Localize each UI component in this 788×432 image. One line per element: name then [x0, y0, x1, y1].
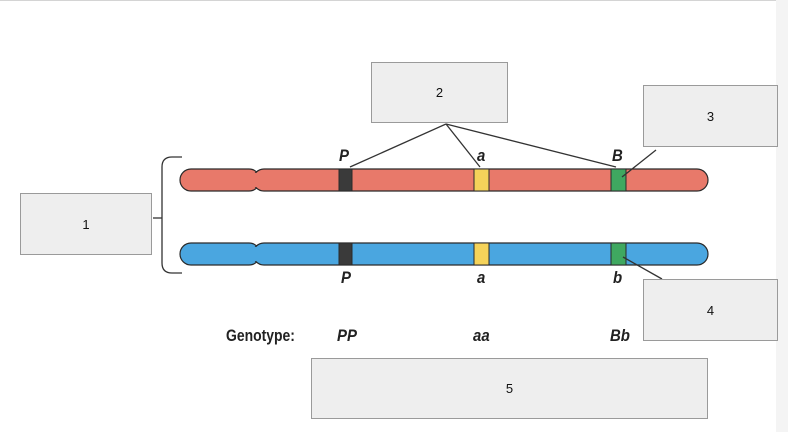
gene-band-top-a — [473, 168, 490, 192]
top-divider — [0, 0, 776, 1]
answer-box-1[interactable]: 1 — [20, 193, 152, 255]
gene-band-bottom-b — [610, 242, 627, 266]
scroll-gutter — [776, 0, 788, 432]
chromosome-bottom-centromere — [246, 247, 260, 261]
leader-2-to-b — [445, 123, 617, 168]
genotype-title: Genotype: — [226, 326, 295, 345]
gene-label-bottom-b: b — [613, 268, 623, 287]
chromosome-top-centromere — [246, 173, 260, 187]
pair-bracket — [161, 156, 182, 274]
genotype-value-bb: Bb — [610, 326, 630, 345]
genotype-value-aa: aa — [473, 326, 490, 345]
gene-band-bottom-p — [338, 242, 353, 266]
leader-2-to-p — [349, 123, 447, 168]
gene-label-top-a: a — [477, 146, 486, 165]
gene-band-top-p — [338, 168, 353, 192]
chromosome-top — [179, 168, 709, 192]
leader-3-to-b — [621, 149, 657, 178]
answer-box-3[interactable]: 3 — [643, 85, 778, 147]
gene-band-top-b — [610, 168, 627, 192]
gene-band-bottom-a — [473, 242, 490, 266]
leader-2-to-a — [445, 123, 481, 168]
genotype-value-pp: PP — [337, 326, 357, 345]
gene-label-top-b: B — [612, 146, 623, 165]
gene-label-bottom-a: a — [477, 268, 486, 287]
chromosome-bottom — [179, 242, 709, 266]
gene-label-bottom-p: P — [341, 268, 351, 287]
answer-box-5[interactable]: 5 — [311, 358, 708, 419]
leader-4-to-b — [622, 256, 663, 280]
answer-box-4[interactable]: 4 — [643, 279, 778, 341]
gene-label-top-p: P — [339, 146, 349, 165]
answer-box-2[interactable]: 2 — [371, 62, 508, 123]
